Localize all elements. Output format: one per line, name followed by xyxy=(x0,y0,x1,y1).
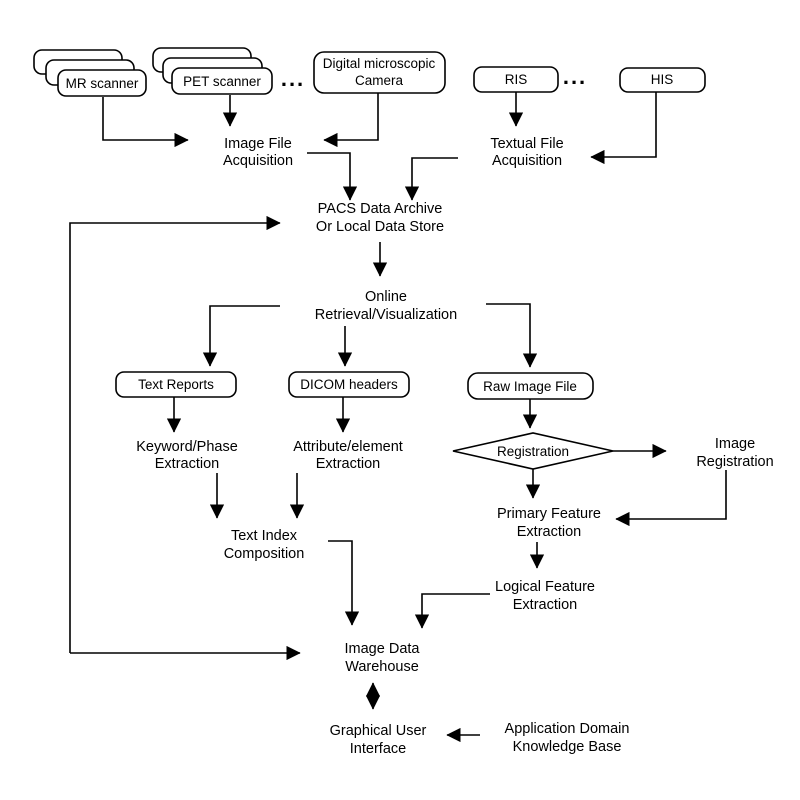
arrow-textual-file-acquisition-to-pacs xyxy=(404,157,458,201)
node-dicom-headers: DICOM headers xyxy=(288,371,410,398)
arrow-image-registration-to-primary-feature xyxy=(615,470,727,527)
primary-feature-line1: Primary Feature xyxy=(497,506,601,522)
textual-file-acquisition-line2: Acquisition xyxy=(492,153,562,169)
text-index-line1: Text Index xyxy=(231,528,298,544)
image-registration-line1: Image xyxy=(715,436,755,452)
mr-scanner-box xyxy=(57,69,147,97)
node-image-file-acquisition: Image File Acquisition xyxy=(223,136,293,169)
node-raw-image-file: Raw Image File xyxy=(467,372,594,400)
arrow-loop-to-pacs xyxy=(69,215,281,653)
node-mr-scanner: MR scanner xyxy=(33,49,147,97)
node-graphical-user-interface: Graphical User Interface xyxy=(330,723,427,757)
image-registration-line2: Registration xyxy=(696,454,773,470)
gui-line2: Interface xyxy=(350,741,406,757)
node-application-domain-knowledge-base: Application Domain Knowledge Base xyxy=(505,721,630,755)
text-index-line2: Composition xyxy=(224,546,305,562)
arrow-online-to-text-reports xyxy=(202,305,280,367)
knowledge-base-line2: Knowledge Base xyxy=(513,739,622,755)
logical-feature-line2: Extraction xyxy=(513,597,577,613)
node-textual-file-acquisition: Textual File Acquisition xyxy=(490,136,563,169)
warehouse-line1: Image Data xyxy=(345,641,421,657)
mr-scanner-label: MR scanner xyxy=(66,76,139,91)
raw-image-file-label: Raw Image File xyxy=(483,379,577,394)
node-pet-scanner: PET scanner xyxy=(152,47,273,95)
node-attribute-element-extraction: Attribute/element Extraction xyxy=(293,439,403,472)
image-file-acquisition-line2: Acquisition xyxy=(223,153,293,169)
arrow-his-to-textual-file-acquisition xyxy=(590,92,657,165)
ris-label: RIS xyxy=(505,72,528,87)
node-image-data-warehouse: Image Data Warehouse xyxy=(345,641,421,675)
node-text-index-composition: Text Index Composition xyxy=(224,528,305,562)
node-image-registration: Image Registration xyxy=(696,436,773,470)
camera-label-line2: Camera xyxy=(355,73,404,88)
warehouse-line2: Warehouse xyxy=(345,659,419,675)
online-retrieval-line2: Retrieval/Visualization xyxy=(315,307,457,323)
keyword-extraction-line2: Extraction xyxy=(155,456,219,472)
node-digital-microscopic-camera: Digital microscopic Camera xyxy=(313,51,446,94)
primary-feature-line2: Extraction xyxy=(517,524,581,540)
pet-scanner-box xyxy=(171,67,273,95)
camera-label-line1: Digital microscopic xyxy=(323,56,436,71)
node-logical-feature-extraction: Logical Feature Extraction xyxy=(495,579,595,613)
arrow-online-to-raw-image-file xyxy=(486,303,538,368)
node-primary-feature-extraction: Primary Feature Extraction xyxy=(497,506,601,540)
knowledge-base-line1: Application Domain xyxy=(505,721,630,737)
text-reports-box xyxy=(115,371,237,398)
arrow-mr-to-image-file-acquisition xyxy=(102,97,189,148)
attribute-extraction-line2: Extraction xyxy=(316,456,380,472)
online-retrieval-line1: Online xyxy=(365,289,407,305)
text-reports-label: Text Reports xyxy=(138,377,214,392)
ellipsis-devices-left: ... xyxy=(281,66,305,91)
node-keyword-phase-extraction: Keyword/Phase Extraction xyxy=(136,439,238,472)
pacs-line2: Or Local Data Store xyxy=(316,219,444,235)
dicom-headers-label: DICOM headers xyxy=(300,377,398,392)
pet-scanner-label: PET scanner xyxy=(183,74,261,89)
camera-box xyxy=(313,51,446,94)
textual-file-acquisition-line1: Textual File xyxy=(490,136,563,152)
node-registration-decision: Registration xyxy=(452,432,614,470)
arrow-image-file-acquisition-to-pacs xyxy=(307,152,358,201)
his-label: HIS xyxy=(651,72,674,87)
logical-feature-line1: Logical Feature xyxy=(495,579,595,595)
arrow-camera-to-image-file-acquisition xyxy=(323,93,379,148)
ellipsis-devices-right: ... xyxy=(563,64,587,89)
registration-label: Registration xyxy=(497,444,569,459)
attribute-extraction-line1: Attribute/element xyxy=(293,439,403,455)
node-text-reports: Text Reports xyxy=(115,371,237,398)
pacs-line1: PACS Data Archive xyxy=(318,201,443,217)
image-file-acquisition-line1: Image File xyxy=(224,136,292,152)
node-online-retrieval: Online Retrieval/Visualization xyxy=(315,289,457,323)
node-his: HIS xyxy=(619,67,706,93)
dicom-headers-box xyxy=(288,371,410,398)
arrow-text-index-to-warehouse xyxy=(328,540,360,626)
his-box xyxy=(619,67,706,93)
node-pacs-data-archive: PACS Data Archive Or Local Data Store xyxy=(316,201,444,235)
keyword-extraction-line1: Keyword/Phase xyxy=(136,439,238,455)
node-ris: RIS xyxy=(473,66,559,93)
arrow-logical-feature-to-warehouse xyxy=(414,593,490,629)
gui-line1: Graphical User xyxy=(330,723,427,739)
